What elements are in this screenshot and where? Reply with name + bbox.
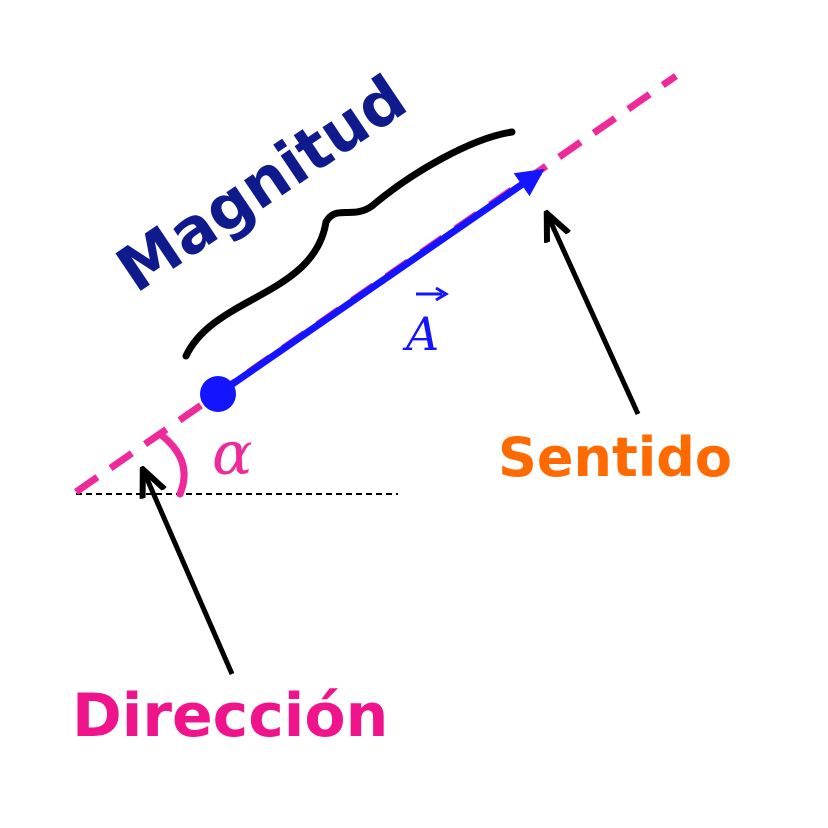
direction-dashed-line (74, 73, 678, 495)
direction-label: Dirección (72, 681, 388, 751)
direction-pointer-arrow (144, 472, 235, 675)
magnitude-brace (182, 128, 516, 360)
angle-label: α (212, 419, 253, 489)
vector-label: A (402, 307, 439, 361)
sense-label: Sentido (498, 426, 732, 489)
magnitude-label: Magnitud (104, 61, 420, 307)
vector-origin-dot (200, 376, 236, 412)
angle-arc (156, 430, 188, 498)
sense-pointer-arrow (548, 216, 641, 416)
vector-arrow (216, 168, 545, 397)
vector-label-overarrow-head (435, 286, 449, 302)
